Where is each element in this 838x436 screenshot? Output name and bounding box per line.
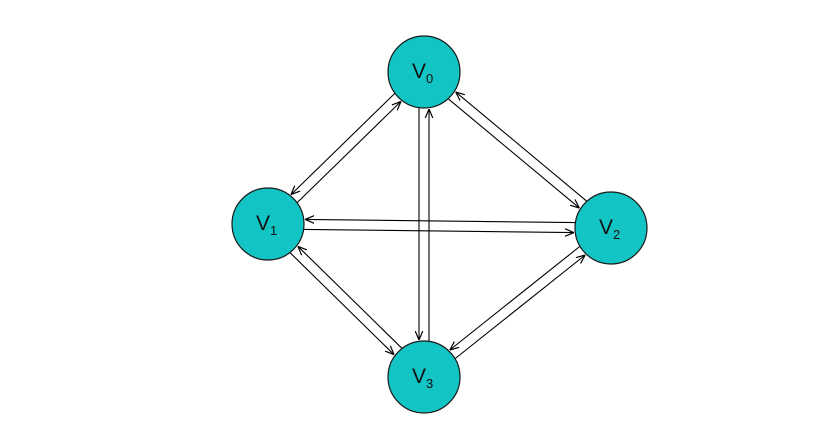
node-v2-subscript: 2: [613, 227, 620, 242]
node-v3-circle: [387, 340, 461, 414]
node-v3-letter: V: [412, 365, 426, 388]
node-v1-letter: V: [256, 212, 270, 235]
edge-v2-to-v1: [305, 219, 576, 222]
node-v1-label: V1: [256, 212, 277, 238]
node-v1-circle: [231, 187, 305, 261]
node-v0: V0: [387, 35, 461, 109]
node-v2-letter: V: [599, 216, 613, 239]
node-v2-label: V2: [599, 216, 620, 242]
edge-v1-to-v3: [289, 252, 394, 355]
node-v0-label: V0: [412, 60, 433, 86]
nodes-layer: V0 V1 V2 V3: [231, 35, 648, 414]
node-v0-subscript: 0: [426, 71, 433, 86]
node-v1: V1: [231, 187, 305, 261]
edges-layer: [289, 92, 587, 359]
node-v3: V3: [387, 340, 461, 414]
edge-v3-to-v1: [298, 246, 403, 349]
node-v3-subscript: 3: [426, 376, 433, 391]
edge-v2-to-v0: [456, 92, 587, 202]
edge-v1-to-v2: [303, 229, 574, 232]
node-v2: V2: [574, 191, 648, 265]
node-v2-circle: [574, 191, 648, 265]
node-v0-circle: [387, 35, 461, 109]
node-v1-subscript: 1: [270, 223, 277, 238]
node-v3-label: V3: [412, 365, 433, 391]
edge-v1-to-v0: [296, 101, 401, 203]
edge-v2-to-v3: [450, 246, 581, 351]
edge-v0-to-v1: [291, 93, 396, 195]
edge-v3-to-v2: [454, 255, 585, 359]
edge-v0-to-v2: [448, 98, 579, 208]
node-v0-letter: V: [412, 60, 426, 83]
